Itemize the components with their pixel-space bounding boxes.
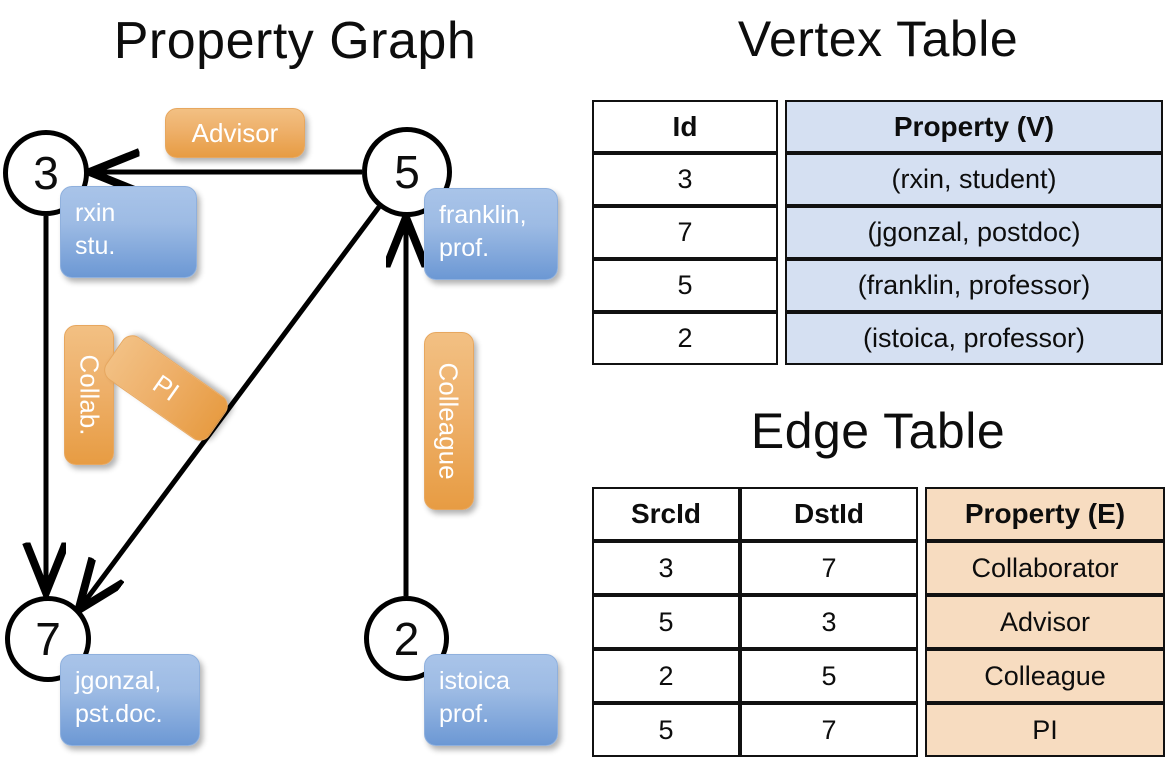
graph-node-5-property-line1: franklin,: [439, 201, 527, 229]
page-title-property-graph: Property Graph: [113, 12, 477, 70]
vertex-table-cell-id: 7: [592, 206, 778, 259]
table-row[interactable]: 3 7 Collaborator: [592, 541, 1165, 595]
graph-node-7-property-box[interactable]: jgonzal, pst.doc.: [60, 654, 200, 746]
edge-table-cell-dstid: 7: [740, 703, 918, 757]
graph-edge-label-advisor[interactable]: Advisor: [165, 108, 305, 158]
vertex-table-column-gap: [778, 100, 785, 153]
edge-table-cell-srcid: 2: [592, 649, 740, 703]
graph-node-2-property-box[interactable]: istoica prof.: [424, 654, 558, 746]
edge-table-cell-dstid: 3: [740, 595, 918, 649]
vertex-table-cell-property: (franklin, professor): [785, 259, 1163, 312]
graph-node-3-property-box[interactable]: rxin stu.: [60, 186, 197, 278]
graph-node-2-property-line1: istoica: [439, 667, 510, 695]
edge-table-cell-dstid: 7: [740, 541, 918, 595]
vertex-table-cell-id: 2: [592, 312, 778, 365]
graph-node-2-property-line2: prof.: [439, 700, 490, 728]
vertex-table-header-row: Id Property (V): [592, 100, 1163, 153]
vertex-table-header-id: Id: [592, 100, 778, 153]
graph-node-3-property-line1: rxin: [75, 199, 116, 227]
graph-node-7-property-line1: jgonzal,: [75, 667, 162, 695]
graph-edge-label-collab[interactable]: Collab.: [64, 325, 114, 465]
vertex-table-cell-property: (istoica, professor): [785, 312, 1163, 365]
edge-table-cell-srcid: 5: [592, 703, 740, 757]
vertex-table-cell-id: 3: [592, 153, 778, 206]
edge-arrow-pi: [80, 205, 382, 608]
table-row[interactable]: 5 7 PI: [592, 703, 1165, 757]
vertex-table-column-gap: [778, 259, 785, 312]
property-graph-diagram: 3 5 7 2 rxin stu. franklin, prof. jgonza…: [0, 0, 586, 760]
vertex-table-cell-property: (rxin, student): [785, 153, 1163, 206]
graph-node-3-property-line2: stu.: [75, 232, 116, 260]
vertex-table-cell-property: (jgonzal, postdoc): [785, 206, 1163, 259]
graph-edge-label-pi-text: PI: [147, 368, 185, 408]
graph-edge-label-colleague[interactable]: Colleague: [424, 332, 474, 510]
edge-table-column-gap: [918, 595, 925, 649]
table-row[interactable]: 5 3 Advisor: [592, 595, 1165, 649]
edge-table-header-property: Property (E): [925, 487, 1165, 541]
edge-table-column-gap: [918, 649, 925, 703]
edge-table-cell-srcid: 5: [592, 595, 740, 649]
page-title-vertex-table: Vertex Table: [737, 11, 1019, 67]
graph-edge-arrows: [0, 0, 586, 760]
graph-node-5-id: 5: [394, 146, 420, 198]
edge-table: SrcId DstId Property (E) 3 7 Collaborato…: [592, 487, 1165, 757]
vertex-table-cell-id: 5: [592, 259, 778, 312]
edge-table-cell-srcid: 3: [592, 541, 740, 595]
table-row[interactable]: 3 (rxin, student): [592, 153, 1163, 206]
edge-table-header-dstid: DstId: [740, 487, 918, 541]
vertex-table-column-gap: [778, 206, 785, 259]
edge-table-cell-property: Colleague: [925, 649, 1165, 703]
table-row[interactable]: 2 5 Colleague: [592, 649, 1165, 703]
page-title-edge-table: Edge Table: [750, 403, 1006, 459]
graph-node-2[interactable]: 2: [364, 596, 449, 681]
edge-table-cell-property: Advisor: [925, 595, 1165, 649]
vertex-table-header-property: Property (V): [785, 100, 1163, 153]
edge-table-column-gap: [918, 703, 925, 757]
vertex-table: Id Property (V) 3 (rxin, student) 7 (jgo…: [592, 100, 1163, 365]
edge-table-header-srcid: SrcId: [592, 487, 740, 541]
vertex-table-column-gap: [778, 312, 785, 365]
edge-table-cell-property: PI: [925, 703, 1165, 757]
graph-edge-label-colleague-text: Colleague: [434, 362, 464, 480]
graph-node-7-property-line2: pst.doc.: [75, 700, 163, 728]
graph-node-5-property-box[interactable]: franklin, prof.: [424, 188, 558, 280]
graph-edge-label-collab-text: Collab.: [74, 354, 104, 436]
edge-table-cell-property: Collaborator: [925, 541, 1165, 595]
graph-edge-label-advisor-text: Advisor: [191, 118, 279, 148]
edge-table-column-gap: [918, 541, 925, 595]
graph-node-2-id: 2: [393, 612, 420, 665]
table-row[interactable]: 7 (jgonzal, postdoc): [592, 206, 1163, 259]
edge-table-cell-dstid: 5: [740, 649, 918, 703]
vertex-table-column-gap: [778, 153, 785, 206]
graph-node-7-id: 7: [35, 613, 61, 665]
table-row[interactable]: 2 (istoica, professor): [592, 312, 1163, 365]
edge-table-header-row: SrcId DstId Property (E): [592, 487, 1165, 541]
graph-node-3-id: 3: [33, 147, 59, 199]
edge-table-column-gap: [918, 487, 925, 541]
graph-node-5-property-line2: prof.: [439, 234, 490, 262]
table-row[interactable]: 5 (franklin, professor): [592, 259, 1163, 312]
